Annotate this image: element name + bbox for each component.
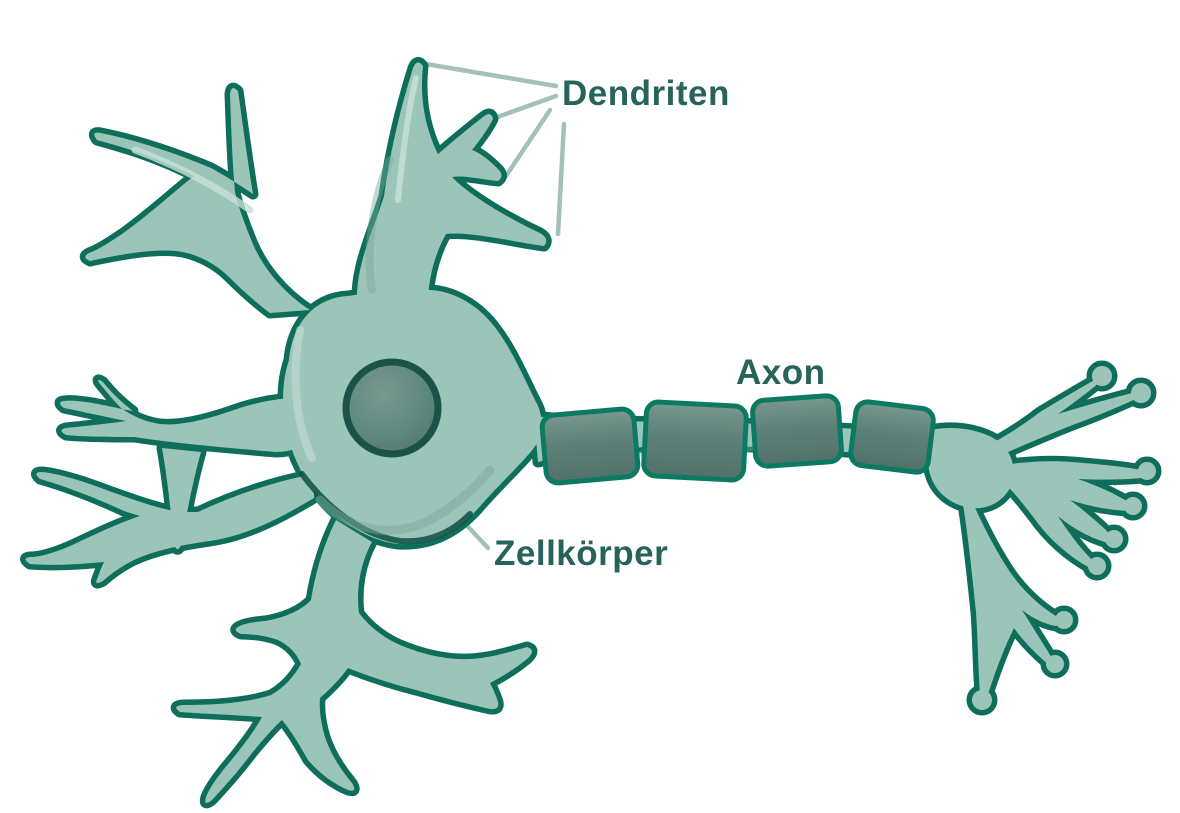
label-cell-body: Zellkörper (494, 534, 669, 573)
myelin-segment (750, 393, 844, 469)
upper-left-highlight (131, 146, 254, 214)
myelin-sheath (539, 393, 936, 486)
leader-line-dendrite-2 (486, 93, 559, 123)
soma-left-highlight (291, 326, 316, 462)
myelin-segment (539, 406, 641, 486)
leader-line-dendrite-3 (503, 107, 553, 179)
soma-inner-shadow (315, 465, 495, 535)
top-trunk-highlight (395, 75, 419, 203)
trunk-shadow (365, 156, 394, 294)
nucleus-body (342, 358, 442, 458)
nucleus (342, 358, 442, 458)
leader-line-dendrite-4 (555, 121, 567, 237)
myelin-segment (641, 399, 749, 483)
label-axon: Axon (736, 353, 826, 392)
leader-line-dendrite-1 (423, 61, 559, 89)
myelin-segment (848, 399, 936, 475)
label-dendrites: Dendriten (562, 74, 730, 113)
